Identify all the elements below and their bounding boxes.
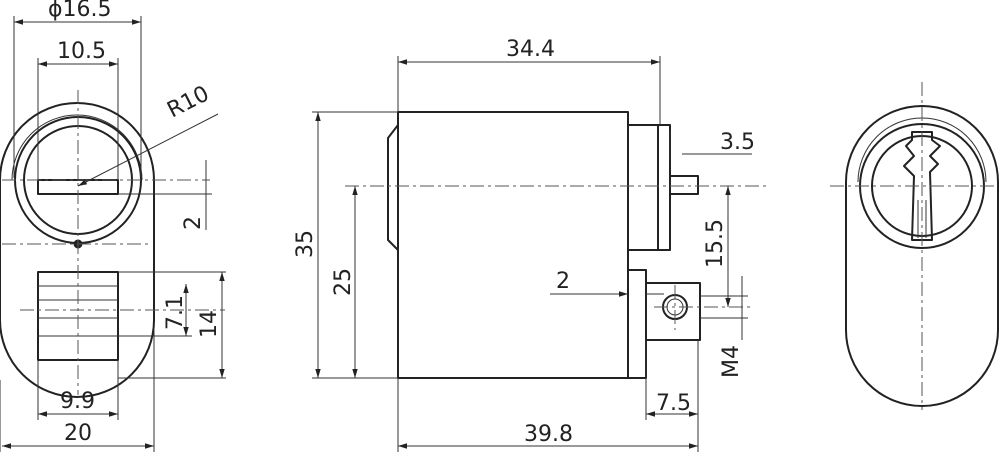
left-outer-profile <box>0 102 155 398</box>
dim-39-8: 39.8 <box>524 422 573 447</box>
dim-35: 35 <box>293 230 318 258</box>
keyway-profile <box>903 131 941 241</box>
dim-7-1: 7.1 <box>163 295 188 330</box>
left-view: ϕ16.5 10.5 R10 2 7.1 14 9.9 20 <box>0 0 226 452</box>
right-flange <box>627 124 659 251</box>
dim-2-left: 2 <box>181 216 206 230</box>
m4-bracket <box>646 282 701 341</box>
dim-m4: M4 <box>719 345 744 378</box>
middle-view: 34.4 3.5 35 25 15.5 2 M4 7.5 3 <box>293 37 770 452</box>
right-outer-profile <box>845 105 999 407</box>
dim-7-5: 7.5 <box>656 391 691 416</box>
dim-14: 14 <box>197 310 222 338</box>
radius-leader <box>77 113 219 187</box>
dim-15-5: 15.5 <box>703 219 728 268</box>
dim-3-5: 3.5 <box>720 130 755 155</box>
dim-10-5: 10.5 <box>57 39 106 64</box>
dim-20: 20 <box>64 421 92 446</box>
cam-block-front <box>627 269 647 379</box>
spindle <box>669 175 699 195</box>
dim-9-9: 9.9 <box>60 389 95 414</box>
left-flange <box>387 124 399 251</box>
main-body <box>397 111 629 379</box>
right-flange-rim <box>657 124 671 251</box>
dim-25: 25 <box>331 268 356 296</box>
dim-r10: R10 <box>163 81 213 123</box>
left-rim-outline <box>11 114 143 181</box>
right-view <box>830 82 999 410</box>
dim-2-middle: 2 <box>556 269 570 294</box>
dim-phi16-5: ϕ16.5 <box>48 0 112 22</box>
dim-34-4: 34.4 <box>506 37 555 62</box>
